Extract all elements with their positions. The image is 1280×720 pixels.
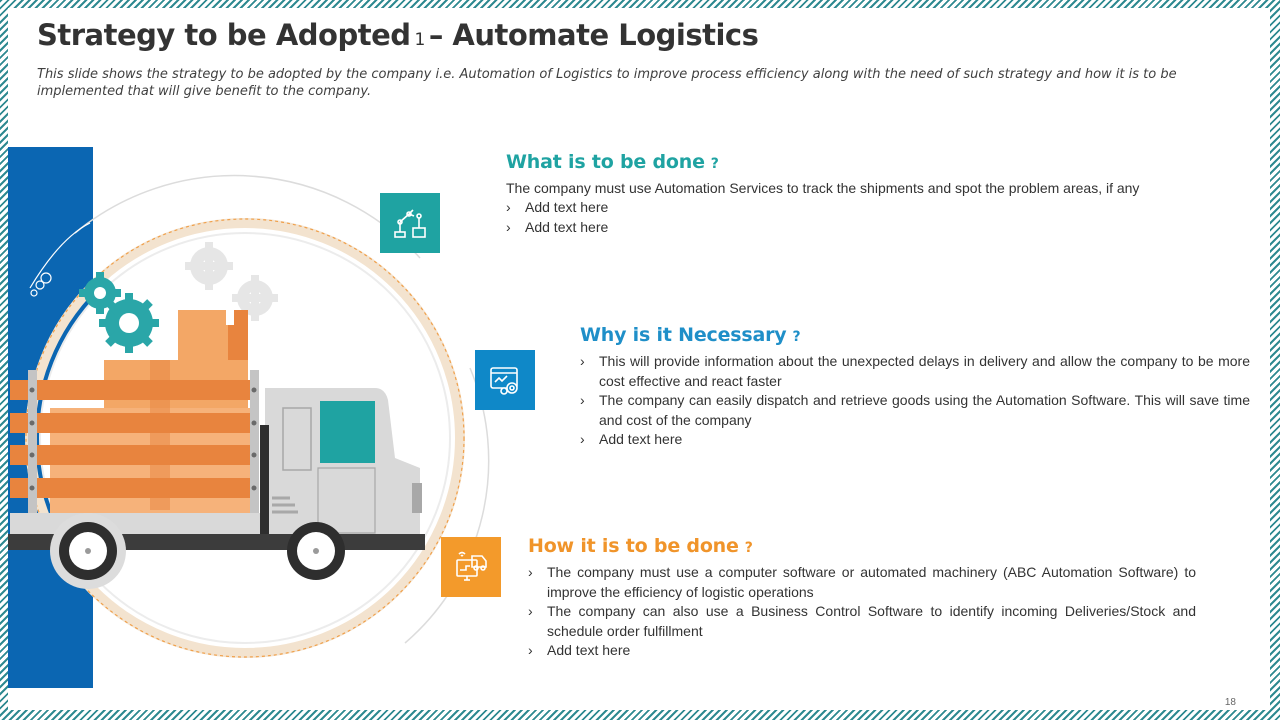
section-what-title: What is to be done <box>506 151 705 173</box>
list-item: The company can also use a Business Cont… <box>528 602 1196 641</box>
list-item: Add text here <box>528 641 1196 661</box>
section-how-list: The company must use a computer software… <box>528 563 1196 661</box>
question-mark: ? <box>792 329 801 345</box>
list-item: This will provide information about the … <box>580 352 1250 391</box>
list-item: The company can easily dispatch and retr… <box>580 391 1250 430</box>
section-why: Why is it Necessary? This will provide i… <box>580 324 1250 450</box>
logistics-monitor-icon <box>441 537 501 597</box>
section-what: What is to be done? The company must use… <box>506 151 1226 237</box>
section-what-heading: What is to be done? <box>506 151 1226 173</box>
section-why-title: Why is it Necessary <box>580 324 787 346</box>
truck-illustration <box>8 174 490 658</box>
section-why-heading: Why is it Necessary? <box>580 324 1250 346</box>
section-what-lead: The company must use Automation Services… <box>506 180 1140 196</box>
title-number: 1 <box>414 30 426 50</box>
question-mark: ? <box>710 156 719 172</box>
section-why-list: This will provide information about the … <box>580 352 1250 450</box>
section-how-title: How it is to be done <box>528 535 739 557</box>
title-part-2: – Automate Logistics <box>428 18 759 52</box>
title-part-1: Strategy to be Adopted <box>37 18 411 52</box>
list-item: Add text here <box>506 218 1226 238</box>
list-item: Add text here <box>580 430 1250 450</box>
automation-settings-icon <box>475 350 535 410</box>
section-how: How it is to be done? The company must u… <box>528 535 1196 661</box>
list-item: Add text here <box>506 198 1226 218</box>
robot-arm-icon <box>380 193 440 253</box>
slide-subtitle: This slide shows the strategy to be adop… <box>37 67 1177 99</box>
page-number: 18 <box>1224 697 1236 708</box>
section-what-list: Add text here Add text here <box>506 198 1226 237</box>
question-mark: ? <box>744 540 753 556</box>
section-how-heading: How it is to be done? <box>528 535 1196 557</box>
list-item: The company must use a computer software… <box>528 563 1196 602</box>
